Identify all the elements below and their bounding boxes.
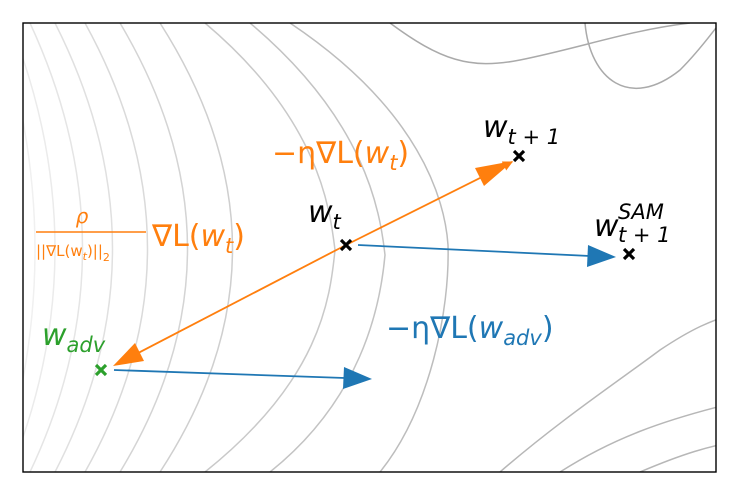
contour-line: [29, 23, 84, 472]
w-t1-label: wt + 1: [483, 110, 560, 149]
sam-step-arrowhead: [587, 245, 616, 267]
contour-line: [584, 23, 716, 89]
contour-line: [54, 23, 114, 472]
contour-line: [159, 23, 234, 472]
perturbation-label: ρ ||∇L(wt)||2 ∇L(wt): [36, 204, 245, 264]
w-adv-marker: [94, 363, 108, 377]
contour-lines: [23, 23, 716, 472]
contour-line: [23, 117, 36, 383]
perturbation-arrowhead: [113, 343, 144, 366]
w-sam-marker: [622, 247, 636, 261]
w-sam-superscript: SAM: [618, 200, 664, 224]
perturbation-numerator: ρ: [76, 204, 89, 228]
w-sam-label: w: [594, 209, 619, 244]
plot-frame: [22, 22, 717, 473]
contour-line: [499, 318, 716, 472]
contour-line: [119, 23, 189, 472]
contour-line: [249, 23, 386, 472]
adv-gradient-label: −η∇L(wadv): [386, 311, 554, 350]
w-t-marker: [339, 238, 353, 252]
contour-line: [389, 23, 691, 65]
gradient-step-arrowhead: [475, 161, 513, 186]
perturbation-denominator: ||∇L(wt)||2: [36, 242, 110, 264]
adv-gradient-arrow: [113, 369, 346, 379]
contour-line: [84, 23, 149, 472]
contour-line: [289, 23, 449, 472]
w-sam-subscript: t + 1: [618, 223, 671, 247]
sam-step-arrow: [357, 244, 591, 257]
contour-line: [559, 406, 716, 472]
w-t-label: wt: [308, 195, 342, 234]
w-t1-marker: [512, 149, 526, 163]
gradient-step-label: −η∇L(wt): [272, 136, 409, 175]
contour-line: [23, 56, 56, 440]
perturbation-arrow: [116, 244, 347, 365]
adv-gradient-arrowhead: [343, 367, 372, 389]
perturbation-gradient: ∇L(wt): [151, 219, 245, 258]
contour-line: [639, 444, 716, 472]
w-adv-label: wadv: [42, 318, 106, 357]
